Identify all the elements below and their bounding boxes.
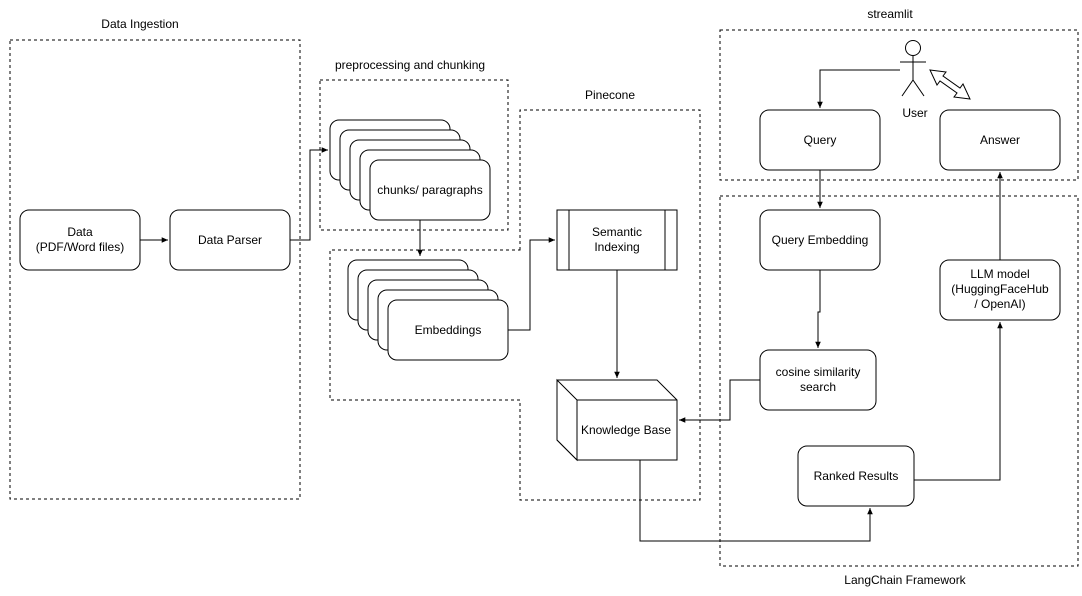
data-node: Data (PDF/Word files)	[19, 209, 141, 271]
query-label: Query	[804, 133, 837, 147]
langchain-group	[719, 195, 1079, 567]
edge-kb-to-ranked	[639, 460, 873, 542]
data-node-label: Data	[67, 225, 93, 239]
query-embedding-node: Query Embedding	[759, 209, 881, 271]
user-actor	[900, 40, 926, 97]
knowledge-base-node: Knowledge Base	[556, 378, 678, 462]
knowledge-base-label: Knowledge Base	[581, 423, 671, 437]
llm-model-label: LLM model	[970, 267, 1029, 281]
data-node-sublabel: (PDF/Word files)	[36, 240, 124, 254]
llm-model-node: LLM model (HuggingFaceHub / OpenAI)	[939, 259, 1061, 321]
edge-ranked-to-llm	[914, 322, 1003, 481]
streamlit-title: streamlit	[867, 7, 913, 21]
user-icon	[905, 40, 921, 56]
streamlit-group	[719, 29, 1079, 181]
llm-model-provider-alt: / OpenAI)	[974, 297, 1025, 311]
query-node: Query	[759, 109, 881, 171]
embeddings-stack: Embeddings	[347, 259, 509, 361]
data-ingestion-title: Data Ingestion	[101, 17, 178, 31]
answer-user-double-arrow	[929, 69, 971, 100]
cosine-similarity-sublabel: search	[800, 380, 836, 394]
chunks-label: chunks/ paragraphs	[377, 183, 482, 197]
pinecone-group	[329, 109, 701, 501]
data-ingestion-group	[9, 39, 301, 500]
llm-model-provider: (HuggingFaceHub	[951, 282, 1049, 296]
semantic-indexing-node: Semantic Indexing	[556, 209, 678, 271]
edge-user-to-query	[817, 69, 900, 108]
edge-embeddings-to-semantic	[508, 237, 555, 331]
cosine-similarity-label: cosine similarity	[776, 365, 861, 379]
preprocessing-title: preprocessing and chunking	[335, 58, 485, 72]
ranked-results-node: Ranked Results	[797, 445, 915, 507]
embeddings-label: Embeddings	[415, 323, 482, 337]
edge-cosine-to-kb	[679, 379, 760, 423]
preprocessing-group-top	[319, 79, 509, 231]
pinecone-title: Pinecone	[585, 88, 635, 102]
answer-node: Answer	[939, 109, 1061, 171]
edge-query-embedding-to-cosine	[815, 270, 821, 348]
langchain-title: LangChain Framework	[844, 573, 966, 587]
query-embedding-label: Query Embedding	[772, 233, 869, 247]
ranked-results-label: Ranked Results	[814, 469, 899, 483]
answer-label: Answer	[980, 133, 1020, 147]
semantic-indexing-sublabel: Indexing	[594, 240, 639, 254]
chunks-stack: chunks/ paragraphs	[329, 119, 491, 221]
cosine-similarity-node: cosine similarity search	[759, 349, 877, 411]
data-parser-node: Data Parser	[169, 209, 291, 271]
data-parser-label: Data Parser	[198, 233, 262, 247]
user-label: User	[902, 106, 927, 120]
semantic-indexing-label: Semantic	[592, 225, 642, 239]
edge-parser-to-chunks	[290, 147, 328, 241]
